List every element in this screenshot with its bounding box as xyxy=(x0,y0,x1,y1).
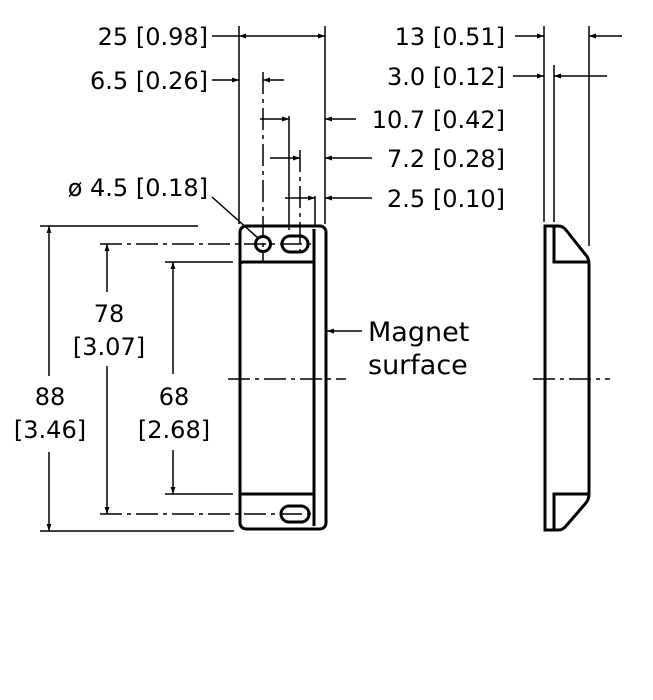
dim-hole-spacing-in: [3.07] xyxy=(73,333,145,361)
dim-pocket-spacing-in: [2.68] xyxy=(138,416,210,444)
dim-height-mm: 88 xyxy=(35,383,66,411)
dim-wall-thickness: 3.0 [0.12] xyxy=(387,63,505,91)
dim-hole-spacing-mm: 78 xyxy=(94,300,125,328)
side-view: 13 [0.51] 3.0 [0.12] xyxy=(387,23,622,532)
dim-slot-end: 10.7 [0.42] xyxy=(372,106,505,134)
magnet-surface-label-line1: Magnet xyxy=(368,317,469,348)
dim-pocket-spacing-mm: 68 xyxy=(159,383,190,411)
dim-depth-overall: 13 [0.51] xyxy=(395,23,505,51)
dim-hole-offset: 6.5 [0.26] xyxy=(90,67,208,95)
front-body-outline xyxy=(238,224,328,531)
dim-width-overall: 25 [0.98] xyxy=(98,23,208,51)
side-bottom-step xyxy=(552,492,588,530)
dim-hole-diameter: ø 4.5 [0.18] xyxy=(68,174,208,202)
front-view: 25 [0.98] 6.5 [0.26] 10.7 [0.42] 7.2 [0.… xyxy=(14,23,505,532)
dim-slot-center: 7.2 [0.28] xyxy=(387,145,505,173)
dim-height-in: [3.46] xyxy=(14,416,86,444)
magnet-surface-label-line2: surface xyxy=(368,350,468,381)
side-profile-outline xyxy=(543,224,591,532)
side-top-step xyxy=(552,226,588,264)
top-pocket xyxy=(239,260,314,265)
dim-edge-step: 2.5 [0.10] xyxy=(387,185,505,213)
